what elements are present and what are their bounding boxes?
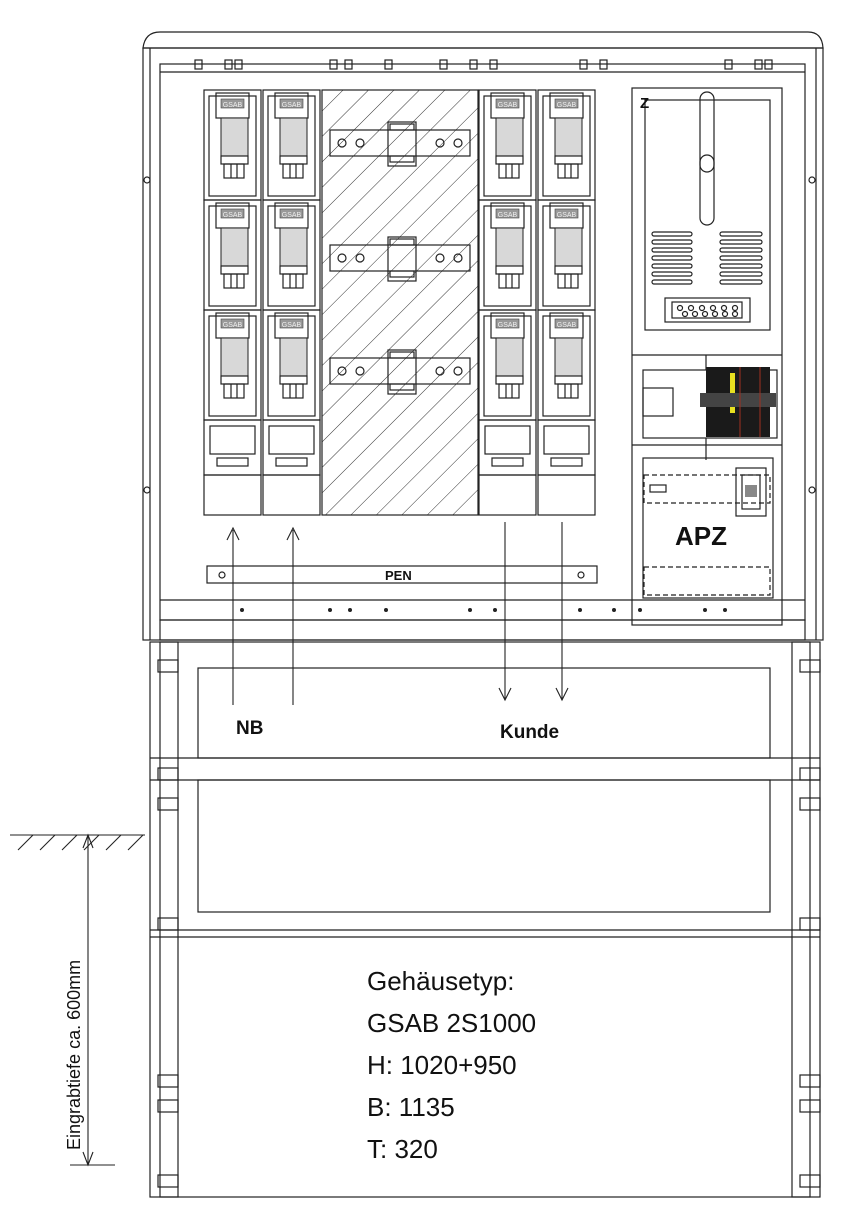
fuse-switch: GSAB [537, 199, 596, 311]
fuse-base [478, 419, 537, 516]
depth-label: Eingrabtiefe ca. 600mm [64, 960, 84, 1150]
fuse-label: GSAB [282, 102, 302, 109]
fuse-switch: GSAB [478, 89, 537, 201]
cable-arrows [226, 522, 569, 705]
busbar [329, 121, 471, 167]
fuse-label: GSAB [498, 212, 518, 219]
meter-panel: Z APZ [631, 87, 783, 626]
fuse-label: GSAB [223, 212, 243, 219]
spec-title: Gehäusetyp: [367, 966, 514, 996]
apz-label: APZ [675, 521, 727, 551]
fuse-base [262, 419, 321, 516]
kunde-label: Kunde [500, 722, 559, 743]
fuse-switch: GSAB [478, 309, 537, 421]
fuse-base [537, 419, 596, 516]
meter-label: Z [640, 95, 649, 112]
fuse-switch: GSAB [262, 199, 321, 311]
fuse-label: GSAB [557, 322, 577, 329]
fuse-switch: GSAB [203, 309, 262, 421]
cabinet-base [149, 641, 821, 1198]
pen-label: PEN [385, 568, 412, 583]
fuse-base [203, 419, 262, 516]
fuse-switch: GSAB [262, 309, 321, 421]
spec-type: GSAB 2S1000 [367, 1008, 536, 1038]
fuse-label: GSAB [498, 322, 518, 329]
fuse-label: GSAB [223, 102, 243, 109]
fuse-switch: GSAB [262, 89, 321, 201]
busbar [329, 349, 471, 395]
busbar-area [321, 89, 479, 516]
spec-width: B: 1135 [367, 1092, 455, 1122]
fuse-label: GSAB [282, 322, 302, 329]
fuse-label: GSAB [557, 212, 577, 219]
ground-line [10, 833, 145, 1167]
upper-cabinet [142, 31, 824, 641]
fuse-switch: GSAB [203, 199, 262, 311]
fuse-switch: GSAB [203, 89, 262, 201]
fuse-modules: GSAB GSAB GSAB GSAB GSAB GSAB GSAB GSAB GSAB GSAB… [203, 89, 596, 516]
fuse-label: GSAB [498, 102, 518, 109]
fuse-label: GSAB [223, 322, 243, 329]
fuse-switch: GSAB [537, 309, 596, 421]
fuse-label: GSAB [557, 102, 577, 109]
fuse-label: GSAB [282, 212, 302, 219]
fuse-switch: GSAB [478, 199, 537, 311]
spec-depth: T: 320 [367, 1134, 438, 1164]
nb-label: NB [236, 718, 263, 739]
busbar [329, 236, 471, 282]
spec-block: Gehäusetyp: GSAB 2S1000 H: 1020+950 B: 1… [367, 966, 536, 1164]
pen-bar: PEN [206, 565, 598, 584]
spec-height: H: 1020+950 [367, 1050, 517, 1080]
fuse-switch: GSAB [537, 89, 596, 201]
